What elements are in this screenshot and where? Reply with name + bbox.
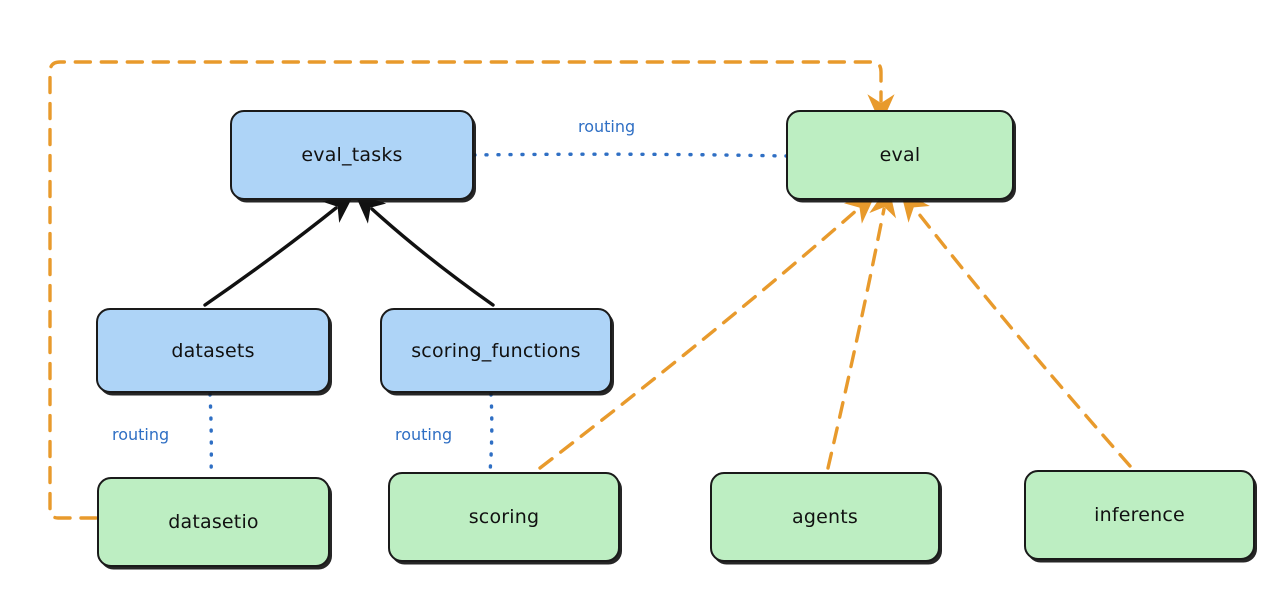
node-datasetio[interactable]: datasetio (97, 477, 330, 567)
edge-datasets-to-eval_tasks (203, 193, 355, 307)
edge-label-routing-datasets: routing (112, 425, 170, 444)
node-label: eval (879, 144, 921, 166)
node-scoring[interactable]: scoring (388, 472, 620, 562)
node-inference[interactable]: inference (1024, 470, 1255, 560)
node-label: agents (792, 506, 858, 528)
edge-label-routing-scoring: routing (395, 425, 453, 444)
edge-inference-to-eval (900, 190, 1132, 468)
node-agents[interactable]: agents (710, 472, 940, 562)
node-label: scoring_functions (411, 339, 581, 362)
edge-agents-to-eval (826, 185, 897, 470)
edge-scoring_functions-to-eval_tasks (354, 193, 495, 307)
node-scoring-functions[interactable]: scoring_functions (380, 308, 612, 393)
edge-scoring_functions-to-scoring (488, 392, 494, 474)
edge-datasets-to-datasetio (208, 392, 214, 479)
node-eval[interactable]: eval (786, 110, 1014, 200)
edge-eval_tasks-to-eval (472, 152, 788, 158)
edge-label-routing-eval: routing (578, 117, 636, 136)
node-label: inference (1094, 504, 1185, 526)
node-label: datasets (171, 339, 255, 362)
node-datasets[interactable]: datasets (96, 308, 330, 393)
node-eval-tasks[interactable]: eval_tasks (230, 110, 474, 200)
node-label: datasetio (168, 511, 259, 533)
node-label: scoring (468, 506, 540, 528)
node-label: eval_tasks (301, 144, 403, 166)
